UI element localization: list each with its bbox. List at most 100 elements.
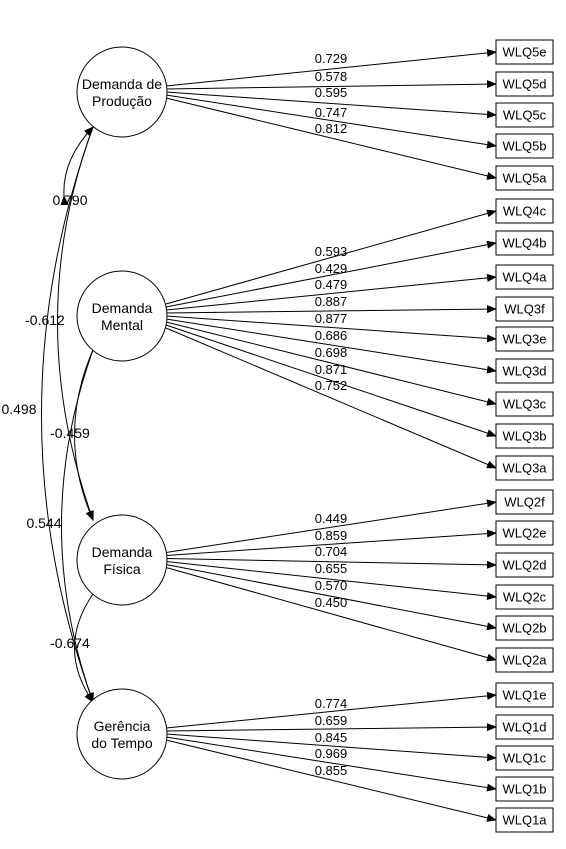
factor-circle [76, 688, 168, 780]
loading-label: 0.449 [315, 511, 348, 526]
indicator-label: WLQ1a [502, 813, 547, 828]
indicator-label: WLQ3a [502, 461, 547, 476]
indicator-box [495, 776, 554, 802]
correlation-arc [74, 340, 101, 521]
loading-label: 0.747 [315, 105, 348, 120]
indicator-box [495, 455, 554, 481]
loading-label: 0.593 [315, 244, 348, 259]
loading-path [165, 80, 497, 90]
indicator-label: WLQ1c [503, 751, 547, 766]
correlation-arc [60, 126, 94, 206]
loading-path [165, 240, 497, 308]
indicator-box [495, 296, 554, 322]
indicator-box [495, 584, 554, 610]
indicator-label: WLQ3d [502, 364, 546, 379]
factor-circle [76, 46, 168, 138]
loading-label: 0.698 [315, 345, 348, 360]
indicator-box [495, 102, 554, 128]
loading-path [165, 736, 497, 792]
loading-path [165, 564, 497, 631]
loading-path [165, 321, 497, 406]
loading-label: 0.578 [315, 69, 348, 84]
indicator-box [495, 133, 554, 159]
loading-path [165, 327, 497, 469]
loading-label: 0.479 [315, 277, 348, 292]
loading-path [165, 567, 497, 662]
indicator-box [495, 358, 554, 384]
indicator-label: WLQ5c [503, 108, 547, 123]
loading-label: 0.812 [315, 121, 348, 136]
indicator-boxes: WLQ5eWLQ5dWLQ5cWLQ5bWLQ5aWLQ4cWLQ4bWLQ4a… [495, 39, 554, 833]
correlation-arc [41, 117, 100, 703]
indicator-box [495, 552, 554, 578]
indicator-label: WLQ1b [502, 782, 546, 797]
loading-path [165, 529, 497, 556]
loading-path [165, 209, 497, 305]
factor-circle [76, 514, 168, 606]
factor-label-line: Demanda de [82, 76, 162, 92]
factor-label-line: do Tempo [91, 735, 152, 751]
indicator-box [495, 391, 554, 417]
correlation-arc [74, 584, 102, 703]
loading-label: 0.774 [315, 696, 348, 711]
loading-path [165, 97, 497, 180]
loading-label: 0.659 [315, 713, 348, 728]
loading-label: 0.887 [315, 294, 348, 309]
loading-label: 0.969 [315, 746, 348, 761]
loading-label: 0.429 [315, 261, 348, 276]
indicator-label: WLQ2d [502, 558, 546, 573]
indicator-label: WLQ3f [504, 302, 545, 317]
loading-label: 0.570 [315, 578, 348, 593]
indicator-box [495, 71, 554, 97]
indicator-label: WLQ2a [502, 653, 547, 668]
indicator-label: WLQ5e [502, 45, 546, 60]
indicator-box [495, 682, 554, 708]
indicator-label: WLQ4a [502, 270, 547, 285]
loading-path [165, 733, 497, 762]
factor-label-line: Produção [92, 93, 152, 109]
factor-label-line: Gerência [94, 718, 151, 734]
indicator-label: WLQ1e [502, 688, 546, 703]
indicator-label: WLQ3b [502, 429, 546, 444]
indicator-box [495, 714, 554, 740]
indicator-label: WLQ4b [502, 236, 546, 251]
indicator-box [495, 264, 554, 290]
correlation-arc [61, 340, 100, 703]
indicator-label: WLQ2b [502, 621, 546, 636]
loading-label: 0.877 [315, 311, 348, 326]
loading-label: 0.704 [315, 544, 348, 559]
loading-label: 0.859 [315, 528, 348, 543]
indicator-label: WLQ5a [502, 171, 547, 186]
loading-label: 0.729 [315, 51, 348, 66]
loading-path [165, 91, 497, 119]
indicator-box [495, 39, 554, 65]
factor-label-line: Demanda [92, 300, 153, 316]
loading-path [165, 558, 497, 569]
indicator-box [495, 198, 554, 224]
indicator-label: WLQ4c [503, 204, 547, 219]
loading-path [165, 315, 497, 343]
loading-label: 0.595 [315, 85, 348, 100]
indicator-box [495, 489, 554, 515]
loading-label: 0.655 [315, 561, 348, 576]
loading-path [165, 561, 497, 601]
correlation-label: 0.498 [1, 401, 36, 417]
indicator-box [495, 745, 554, 771]
loading-path [165, 739, 497, 822]
loading-label: 0.871 [315, 362, 348, 377]
correlation-label: 0.544 [26, 515, 61, 531]
indicator-label: WLQ2c [503, 590, 547, 605]
indicator-box [495, 423, 554, 449]
loading-label: 0.855 [315, 763, 348, 778]
loading-path [165, 94, 497, 149]
factor-label-line: Mental [101, 317, 143, 333]
loading-path [165, 723, 497, 732]
loading-path [165, 324, 497, 437]
loading-label: 0.686 [315, 328, 348, 343]
